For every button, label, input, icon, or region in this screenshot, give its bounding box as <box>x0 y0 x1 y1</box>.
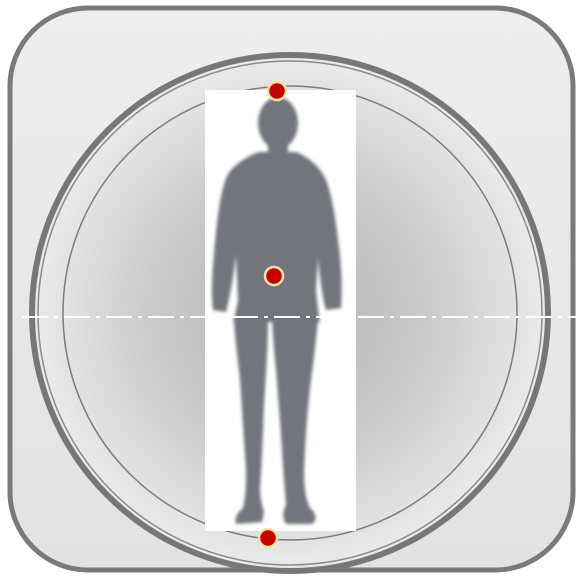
head-marker <box>268 82 286 100</box>
feet-marker <box>259 529 277 547</box>
center-marker <box>265 267 283 285</box>
